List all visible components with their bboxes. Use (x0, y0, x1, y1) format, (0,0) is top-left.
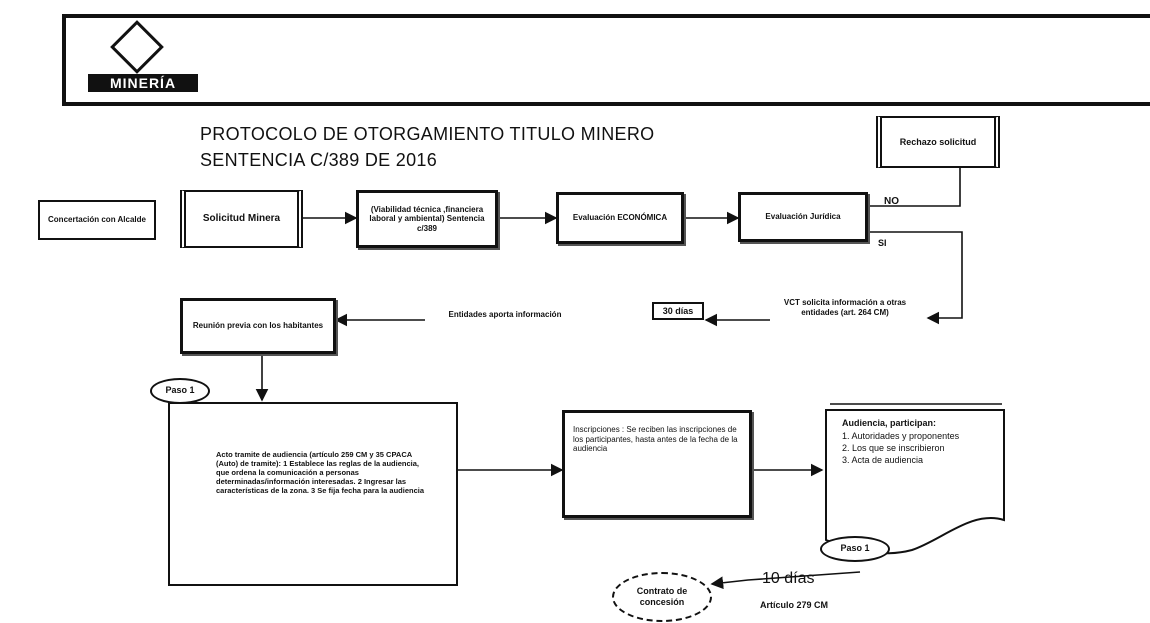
evaluacion-economica-box: Evaluación ECONÓMICA (556, 192, 684, 244)
auto-tramite-box: Acto tramite de audiencia (artículo 259 … (168, 402, 458, 586)
logo-text: MINERÍA (88, 74, 198, 92)
audiencia-title: Audiencia, participan: (842, 418, 937, 428)
mineria-logo: MINERÍA (88, 20, 198, 96)
evaluacion-juridica-box: Evaluación Jurídica (738, 192, 868, 242)
audiencia-item-3: 3. Acta de audiencia (842, 455, 924, 465)
viabilidad-box: (Viabilidad técnica ,financiera laboral … (356, 190, 498, 248)
vct-text: VCT solicita información a otras entidad… (783, 298, 907, 317)
label-no: NO (884, 196, 899, 207)
header-frame (62, 14, 1150, 106)
concertacion-box: Concertación con Alcalde (38, 200, 156, 240)
title-line-1: PROTOCOLO DE OTORGAMIENTO TITULO MINERO (200, 124, 655, 144)
entidades-text: Entidades aporta información (448, 310, 562, 319)
solicitud-box: Solicitud Minera (180, 190, 303, 248)
label-si: SI (878, 238, 887, 248)
dias30-box: 30 días (652, 302, 704, 320)
reunion-box: Reunión previa con los habitantes (180, 298, 336, 354)
contrato-oval: Contrato de concesión (612, 572, 712, 622)
rechazo-box: Rechazo solicitud (876, 116, 1000, 168)
audiencia-item-1: 1. Autoridades y proponentes (842, 431, 960, 441)
inscripciones-box: Inscripciones : Se reciben las inscripci… (562, 410, 752, 518)
paso1-oval-b: Paso 1 (820, 536, 890, 562)
articulo-label: Artículo 279 CM (760, 600, 829, 610)
dias10-label: 10 días (762, 570, 815, 587)
audiencia-content: Audiencia, participan: 1. Autoridades y … (842, 418, 1002, 465)
title-line-2: SENTENCIA C/389 DE 2016 (200, 150, 438, 170)
paso1-oval-a: Paso 1 (150, 378, 210, 404)
audiencia-item-2: 2. Los que se inscribieron (842, 443, 945, 453)
